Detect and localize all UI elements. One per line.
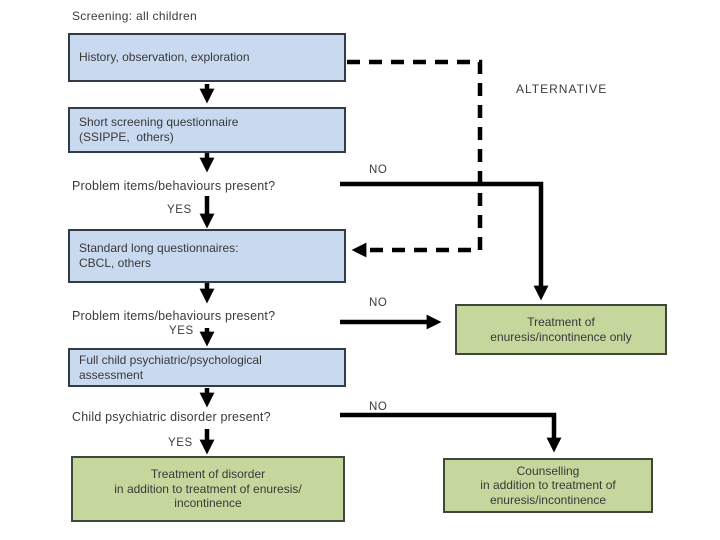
box-treatment-disorder-line1: Treatment of disorder [150, 467, 266, 482]
box-standard-long-questionnaires: Standard long questionnaires: CBCL, othe… [68, 229, 346, 283]
label-no-1: NO [369, 164, 388, 176]
box-treatment-enuresis-only: Treatment of enuresis/incontinence only [455, 304, 667, 355]
box-treatment-of-disorder: Treatment of disorder in addition to tre… [71, 456, 345, 522]
question-problem-items-1: Problem items/behaviours present? [72, 179, 276, 193]
arrow-q3-no-to-counselling [340, 412, 562, 453]
box-counselling-line3: enuresis/incontinence [489, 492, 607, 507]
box-full-assessment-line2: assessment [79, 367, 144, 382]
label-yes-2: YES [169, 325, 194, 337]
label-yes-1: YES [167, 204, 192, 216]
box-standard-long-line1: Standard long questionnaires: [79, 241, 239, 255]
box-history-observation-exploration: History, observation, exploration [68, 33, 346, 82]
page-title: Screening: all children [72, 9, 197, 23]
box-counselling-line1: Counselling [516, 463, 580, 478]
box-history-text: History, observation, exploration [79, 50, 250, 64]
box-standard-long-line2: CBCL, others [79, 256, 152, 270]
box-short-screening-line1: Short screening questionnaire [79, 115, 239, 129]
label-no-3: NO [369, 401, 388, 413]
box-counselling: Counselling in addition to treatment of … [443, 458, 653, 513]
label-yes-3: YES [168, 437, 193, 449]
box-full-assessment-line1: Full child psychiatric/psychological [79, 352, 262, 367]
box-full-psychiatric-assessment: Full child psychiatric/psychological ass… [68, 348, 346, 387]
arrow-q1-no-to-treatment-only [340, 181, 549, 301]
box-treatment-only-line2: enuresis/incontinence only [490, 329, 632, 344]
box-short-screening-questionnaire: Short screening questionnaire (SSIPPE, o… [68, 107, 346, 153]
box-treatment-disorder-line3: incontinence [174, 496, 242, 511]
box-treatment-only-line1: Treatment of [527, 315, 595, 329]
arrow-alternative-dashed [347, 59, 483, 258]
label-alternative: ALTERNATIVE [516, 82, 608, 96]
box-treatment-disorder-line2: in addition to treatment of enuresis/ [114, 481, 302, 496]
label-no-2: NO [369, 297, 388, 309]
box-short-screening-line2: (SSIPPE, others) [79, 130, 174, 144]
box-counselling-line2: in addition to treatment of [480, 478, 616, 493]
question-psychiatric-disorder: Child psychiatric disorder present? [72, 410, 271, 424]
question-problem-items-2: Problem items/behaviours present? [72, 309, 276, 323]
